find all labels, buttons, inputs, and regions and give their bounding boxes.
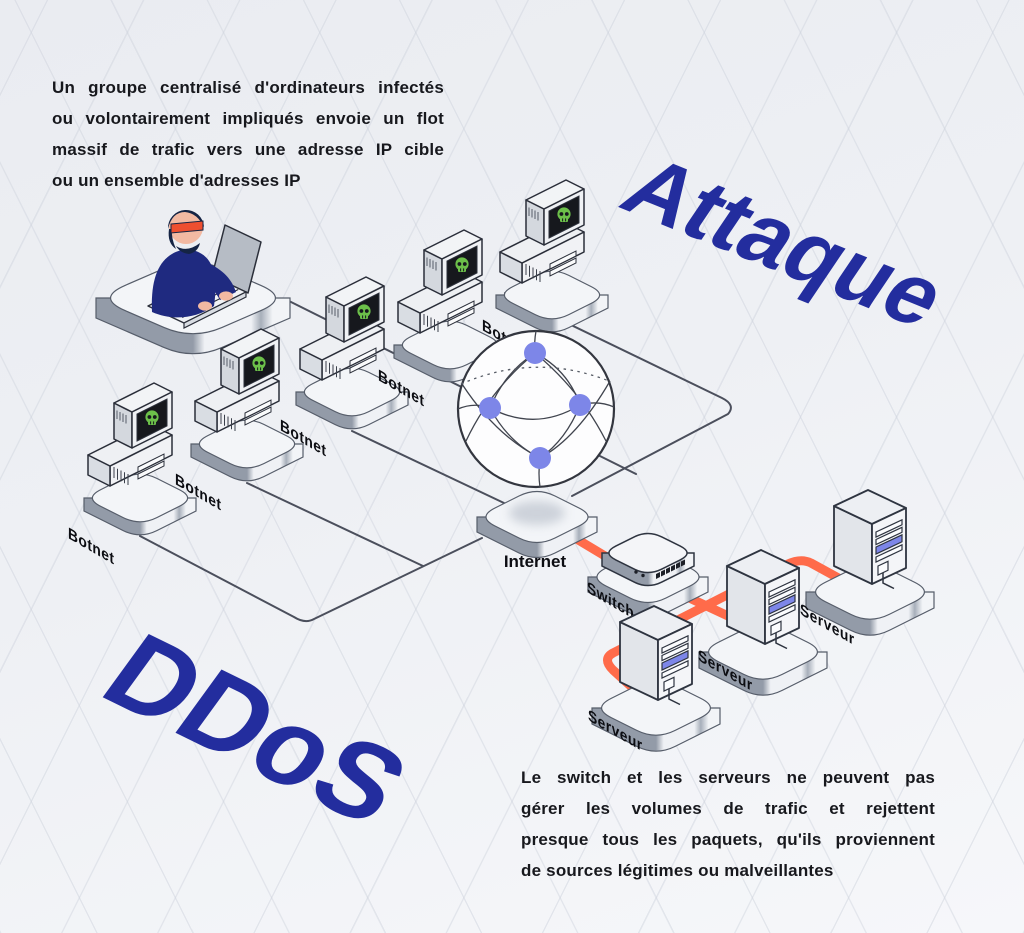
hacker-arm [196,262,236,300]
outro-paragraph: Le switch et les serveurs ne peuvent pas… [521,762,935,886]
intro-line: ou un ensemble d'adresses IP [52,171,301,190]
internet-node: Internet [456,329,616,571]
hacker-hand [198,301,212,311]
rail-botnet2 [246,482,424,567]
hacker-glasses [170,220,204,234]
hacker-hair [167,209,204,229]
hacker-hand [219,291,233,301]
link-servers [603,556,847,695]
server-right [806,490,934,635]
internet-label: Internet [504,552,567,571]
laptop-base [183,291,247,329]
outro-line: Le switch et les serveurs ne peuvent pas [521,768,935,787]
rail-upper-loop [504,292,732,497]
rail-botnet3 [351,430,505,504]
hacker-body [151,249,216,318]
outro-line: de sources légitimes ou malveillantes [521,861,834,880]
botnet-computer-5 [496,180,608,332]
intro-paragraph: Un groupe centralisé d'ordinateurs infec… [52,72,444,196]
botnet-computer-1 [84,383,196,535]
intro-line: Un groupe centralisé d'ordinateurs infec… [52,78,444,97]
globe-shadow [509,501,565,525]
hacker-scene [95,209,291,355]
outro-line: presque tous les paquets, qu'ils provien… [521,830,935,849]
intro-line: ou volontairement impliqués envoie un fl… [52,109,444,128]
switch-device [601,532,695,587]
botnet-label-1: Botnet [68,525,115,569]
title-ddos: DDoS [82,611,431,847]
switch-node: Switch [587,532,709,623]
hacker-person [151,209,236,318]
globe-latitude-dashed [460,366,610,385]
hacker-beard [176,243,200,254]
intro-line: massif de trafic vers une adresse IP cib… [52,140,444,159]
hacker-sideburn [168,229,176,249]
globe-nodes [479,342,591,469]
outro-line: gérer les volumes de trafic et rejettent [521,799,935,818]
title-attack: Attaque [605,138,965,344]
rail-lower-loop [139,535,483,623]
switch-ports [634,559,685,579]
globe-network-icon [456,329,616,489]
